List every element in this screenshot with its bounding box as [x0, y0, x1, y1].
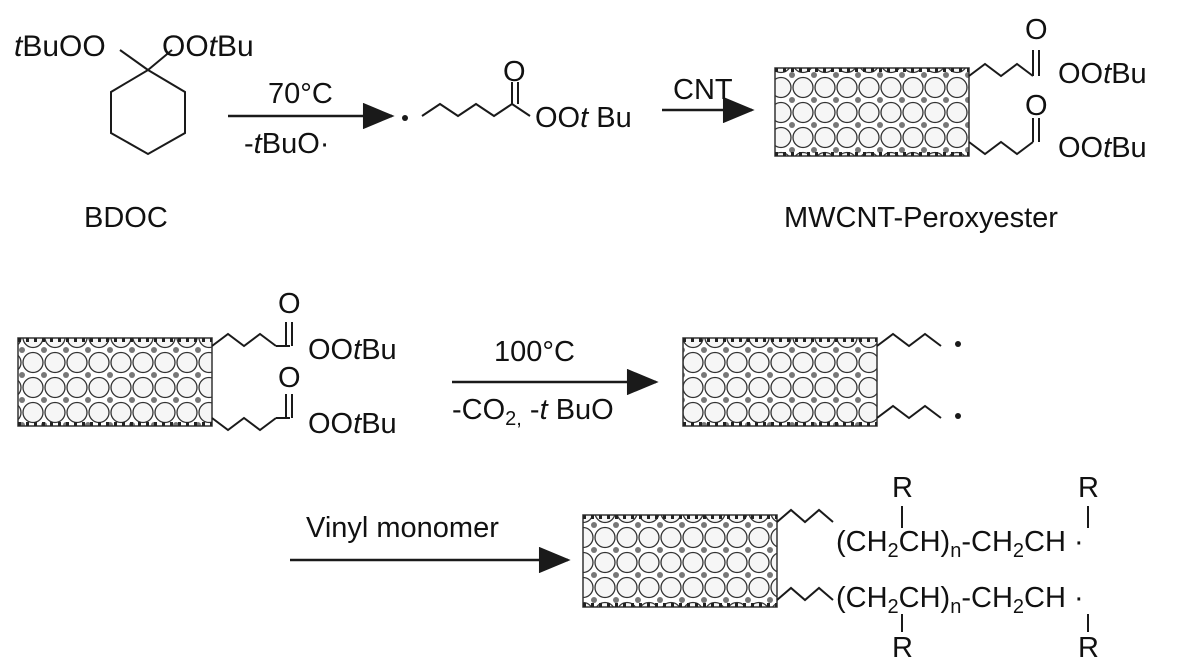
- step3-condition-above: 100°C: [494, 336, 575, 368]
- cnt-1: [774, 50, 1040, 157]
- bdoc-structure: [110, 49, 186, 156]
- cnt-4: [582, 506, 1089, 632]
- cnt1-carbonyl-o-bottom: O: [1025, 90, 1048, 122]
- cnt1-ester-top: OOtBu: [1058, 58, 1147, 90]
- chain-top: (CH2CH)n-CH2CH ·: [836, 526, 1084, 562]
- cnt2-carbonyl-o-bottom: O: [278, 362, 301, 394]
- chain-bottom: (CH2CH)n-CH2CH ·: [836, 582, 1084, 618]
- cnt1-ester-bottom: OOtBu: [1058, 132, 1147, 164]
- cnt2-ester-bottom: OOtBu: [308, 408, 397, 440]
- step1-condition-below: -tBuO·: [244, 128, 330, 160]
- chain-bottom-r2: R: [1078, 632, 1099, 664]
- bdoc-name: BDOC: [84, 202, 168, 234]
- cnt2-ester-top: OOtBu: [308, 334, 397, 366]
- step2-reagent: CNT: [673, 74, 733, 106]
- bdoc-substituent-right: OOtBu: [162, 30, 254, 63]
- step3-condition-below: -CO2, -t BuO: [452, 394, 614, 430]
- cnt-3: [682, 332, 961, 427]
- product-name: MWCNT-Peroxyester: [784, 202, 1058, 234]
- step1-condition-above: 70°C: [268, 78, 333, 110]
- peroxyester-chain: [421, 82, 531, 118]
- step1-carbonyl-o: O: [503, 56, 526, 88]
- chain-bottom-r1: R: [892, 632, 913, 664]
- bdoc-substituent-left: tBuOO: [14, 30, 106, 63]
- cnt-2: [17, 322, 293, 432]
- step1-product-group: OOt Bu: [535, 102, 632, 134]
- cnt2-carbonyl-o-top: O: [278, 288, 301, 320]
- step4-reagent: Vinyl monomer: [306, 512, 499, 544]
- cnt1-carbonyl-o-top: O: [1025, 14, 1048, 46]
- chain-top-r2: R: [1078, 472, 1099, 504]
- chain-top-r1: R: [892, 472, 913, 504]
- radical-dot-1: [402, 115, 408, 121]
